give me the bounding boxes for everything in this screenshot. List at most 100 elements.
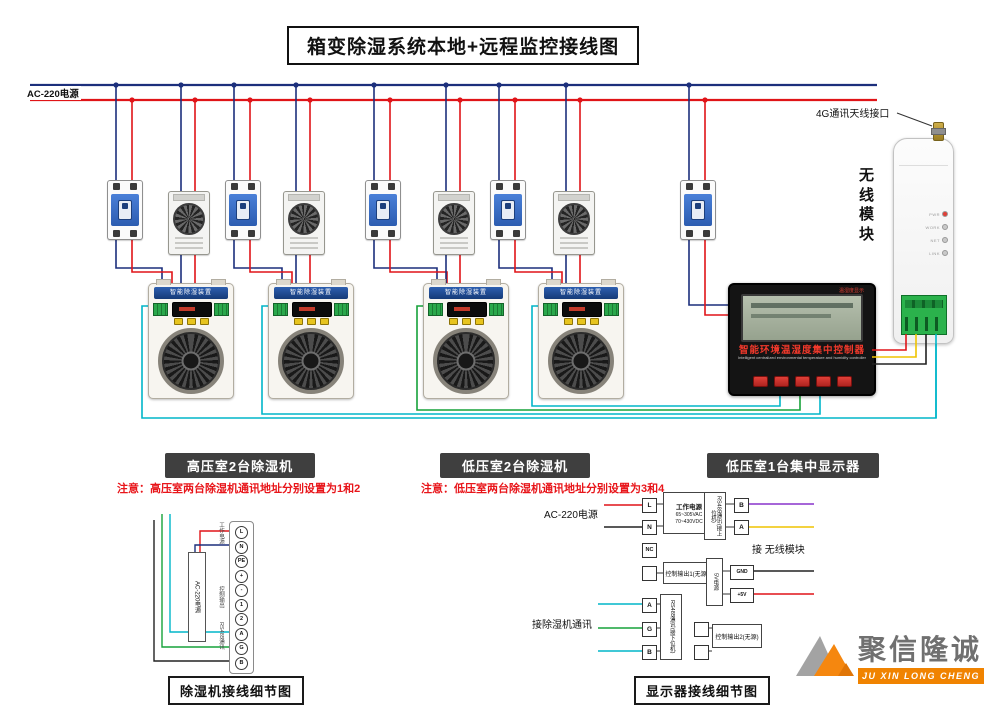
- led-label: LINK: [929, 250, 940, 256]
- dehumidifier-header: 智能除湿装置: [429, 287, 503, 299]
- power-adapter: [553, 191, 595, 255]
- terminal-circle: N: [235, 540, 248, 554]
- power-bus-lines: [30, 83, 877, 102]
- caption-dehumidifier-detail: 除湿机接线细节图: [168, 676, 305, 705]
- led-label: WORK: [925, 224, 940, 230]
- breaker-toggle: [236, 200, 250, 220]
- dehumidifier-display: [292, 302, 332, 317]
- control-output1-box: 控制输出1(无源): [663, 562, 711, 584]
- terminal-circle: -: [235, 584, 248, 597]
- rs485-down-box: RS485通讯(接下位机): [660, 594, 682, 660]
- controller-buttons: [730, 376, 874, 387]
- fan-grille-icon: [278, 328, 344, 394]
- dehumidifier-unit: 智能除湿装置: [268, 279, 354, 399]
- brand-name-cn: 聚信隆诚: [858, 634, 983, 665]
- adapter-fan-icon: [173, 203, 205, 235]
- terminal-square: B: [734, 498, 749, 513]
- dehumidifier-display: [447, 302, 487, 317]
- detail-left-power-box: AC-220电源: [188, 552, 206, 642]
- caption-display-detail: 显示器接线细节图: [634, 676, 771, 705]
- controller-button: [836, 376, 852, 387]
- controller-button: [752, 376, 768, 387]
- terminal-square: B: [642, 645, 657, 660]
- dehumidifier-header: 智能除湿装置: [274, 287, 348, 299]
- terminal-circle: L: [235, 526, 248, 539]
- breaker-toggle: [376, 200, 390, 220]
- adapter-fan-icon: [558, 203, 590, 235]
- breaker-terminal: [388, 230, 395, 237]
- power-5v-box: 5V电源: [706, 558, 723, 606]
- terminal-circle: PE: [235, 555, 248, 568]
- terminal-square: [694, 622, 709, 637]
- adapter-terminal-strip: [288, 194, 320, 201]
- fan-grille-icon: [158, 328, 224, 394]
- circuit-breaker: [680, 180, 716, 240]
- terminal-block-right: [214, 303, 229, 316]
- breaker-toggle: [501, 200, 515, 220]
- mounting-tab: [331, 279, 346, 285]
- terminal-block-right: [604, 303, 619, 316]
- fan-grille-icon: [548, 328, 614, 394]
- breaker-terminal: [231, 183, 238, 190]
- breaker-terminal: [513, 230, 520, 237]
- adapter-label-area: [440, 237, 468, 249]
- adapter-terminal-strip: [173, 194, 205, 201]
- breaker-face: [494, 194, 522, 226]
- terminal-square: GND: [730, 565, 754, 580]
- mounting-tab: [601, 279, 616, 285]
- breaker-terminal: [371, 183, 378, 190]
- controller-module-wires: [872, 334, 937, 418]
- breaker-terminal: [371, 230, 378, 237]
- terminal-circle: B: [235, 656, 248, 670]
- terminal-block-left: [153, 303, 168, 316]
- terminal-square: A: [734, 520, 749, 535]
- ac-power-label: AC-220电源: [544, 510, 598, 521]
- controller-button: [773, 376, 789, 387]
- terminal-square: L: [642, 498, 657, 513]
- rs485-up-box: RS485通讯(接上位机): [704, 492, 726, 540]
- wireless-module: PWR WORK NET LINK: [893, 122, 954, 344]
- breaker-terminal: [686, 183, 693, 190]
- mounting-tab: [156, 279, 171, 285]
- adapter-fan-icon: [288, 203, 320, 235]
- dehumidifier-header: 智能除湿装置: [544, 287, 618, 299]
- breaker-terminal: [513, 183, 520, 190]
- terminal-square: +5V: [730, 588, 754, 603]
- dehumidifier-buttons: [172, 318, 210, 325]
- dehumidifier-terminal-strip: L N PE + - 1 2 A G B: [229, 521, 254, 674]
- breaker-face: [229, 194, 257, 226]
- terminal-circle: 2: [235, 613, 248, 626]
- breaker-terminal: [113, 230, 120, 237]
- antenna-pointer-line: [896, 112, 933, 127]
- mounting-tab: [276, 279, 291, 285]
- circuit-breaker: [365, 180, 401, 240]
- breaker-terminal: [703, 230, 710, 237]
- circuit-breaker: [490, 180, 526, 240]
- breaker-face: [369, 194, 397, 226]
- power-box-range-ac: 65~305VAC: [675, 512, 703, 518]
- led-icon: [942, 250, 948, 256]
- adapter-to-unit-wires: [180, 253, 581, 284]
- adapter-terminal-strip: [438, 194, 470, 201]
- breaker-terminal: [130, 230, 137, 237]
- section-label-high-voltage: 高压室2台除湿机: [165, 453, 315, 478]
- terminal-square: [642, 566, 657, 581]
- dehumidifier-unit: 智能除湿装置: [148, 279, 234, 399]
- breaker-face: [111, 194, 139, 226]
- controller: 温湿度显示 智能环境温湿度集中控制器 Intelligent centraliz…: [728, 283, 876, 396]
- led-label: NET: [930, 237, 940, 243]
- wireless-module-label: 无线模块: [858, 167, 874, 243]
- power-adapter: [168, 191, 210, 255]
- antenna-port-label: 4G通讯天线接口: [816, 109, 890, 120]
- terminal-circle: 1: [235, 598, 248, 612]
- adapter-label-area: [175, 237, 203, 249]
- adapter-fan-icon: [438, 203, 470, 235]
- terminal-block-left: [543, 303, 558, 316]
- brand-name-en: JU XIN LONG CHENG: [858, 668, 984, 684]
- dehumidifier-header: 智能除湿装置: [154, 287, 228, 299]
- dehumidifier-unit: 智能除湿装置: [538, 279, 624, 399]
- terminal-block-right: [489, 303, 504, 316]
- module-seam: [899, 165, 948, 166]
- terminal-group-label: RS485通讯: [218, 622, 224, 650]
- controller-button: [815, 376, 831, 387]
